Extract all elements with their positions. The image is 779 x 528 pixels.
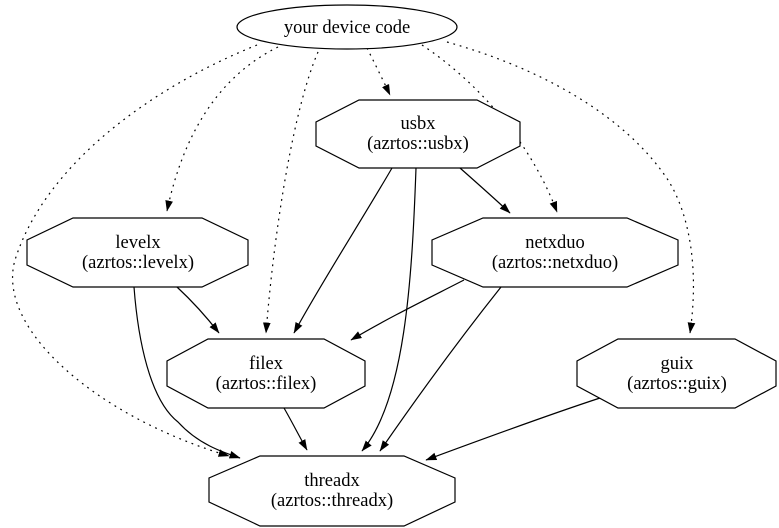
edges-dotted	[12, 41, 696, 457]
node-guix-sublabel: (azrtos::guix)	[627, 374, 727, 394]
node-filex-label: filex	[249, 354, 284, 374]
node-threadx-shape	[208, 455, 456, 527]
node-netxduo-sublabel: (azrtos::netxduo)	[492, 253, 618, 273]
node-netxduo-shape	[431, 217, 679, 288]
edges-solid	[133, 167, 601, 461]
node-usbx: usbx (azrtos::usbx)	[315, 99, 521, 169]
edge-guix-threadx	[425, 397, 601, 461]
node-threadx-label: threadx	[304, 471, 360, 491]
edge-netxduo-threadx	[379, 286, 502, 452]
edge-filex-threadx	[283, 407, 308, 451]
node-device-label: your device code	[284, 18, 410, 38]
node-levelx-shape	[26, 217, 249, 288]
node-netxduo: netxduo (azrtos::netxduo)	[431, 217, 679, 288]
node-levelx-label: levelx	[115, 233, 161, 253]
node-guix-label: guix	[661, 354, 695, 374]
node-levelx: levelx (azrtos::levelx)	[26, 217, 249, 288]
node-threadx-sublabel: (azrtos::threadx)	[271, 491, 393, 511]
edge-usbx-filex	[293, 167, 393, 334]
node-levelx-sublabel: (azrtos::levelx)	[82, 253, 194, 273]
nodes: your device code usbx (azrtos::usbx) lev…	[26, 4, 777, 527]
node-filex-sublabel: (azrtos::filex)	[216, 374, 317, 394]
edge-usbx-threadx	[361, 167, 417, 452]
node-usbx-label: usbx	[401, 114, 437, 134]
node-netxduo-label: netxduo	[525, 233, 585, 253]
node-guix-shape	[576, 338, 777, 409]
edge-device-usbx	[366, 47, 391, 96]
edge-levelx-filex	[176, 286, 220, 334]
edge-device-filex	[262, 51, 319, 334]
node-filex: filex (azrtos::filex)	[166, 338, 366, 409]
node-usbx-sublabel: (azrtos::usbx)	[367, 134, 469, 154]
edge-device-guix	[446, 41, 696, 334]
edge-usbx-netxduo	[459, 167, 511, 214]
node-device-shape	[236, 4, 458, 50]
edge-device-levelx	[165, 46, 279, 212]
edge-levelx-threadx	[133, 286, 241, 459]
node-filex-shape	[166, 338, 366, 409]
node-guix: guix (azrtos::guix)	[576, 338, 777, 409]
node-usbx-shape	[315, 99, 521, 169]
node-device: your device code	[236, 4, 458, 50]
node-threadx: threadx (azrtos::threadx)	[208, 455, 456, 527]
edge-netxduo-filex	[350, 279, 465, 341]
